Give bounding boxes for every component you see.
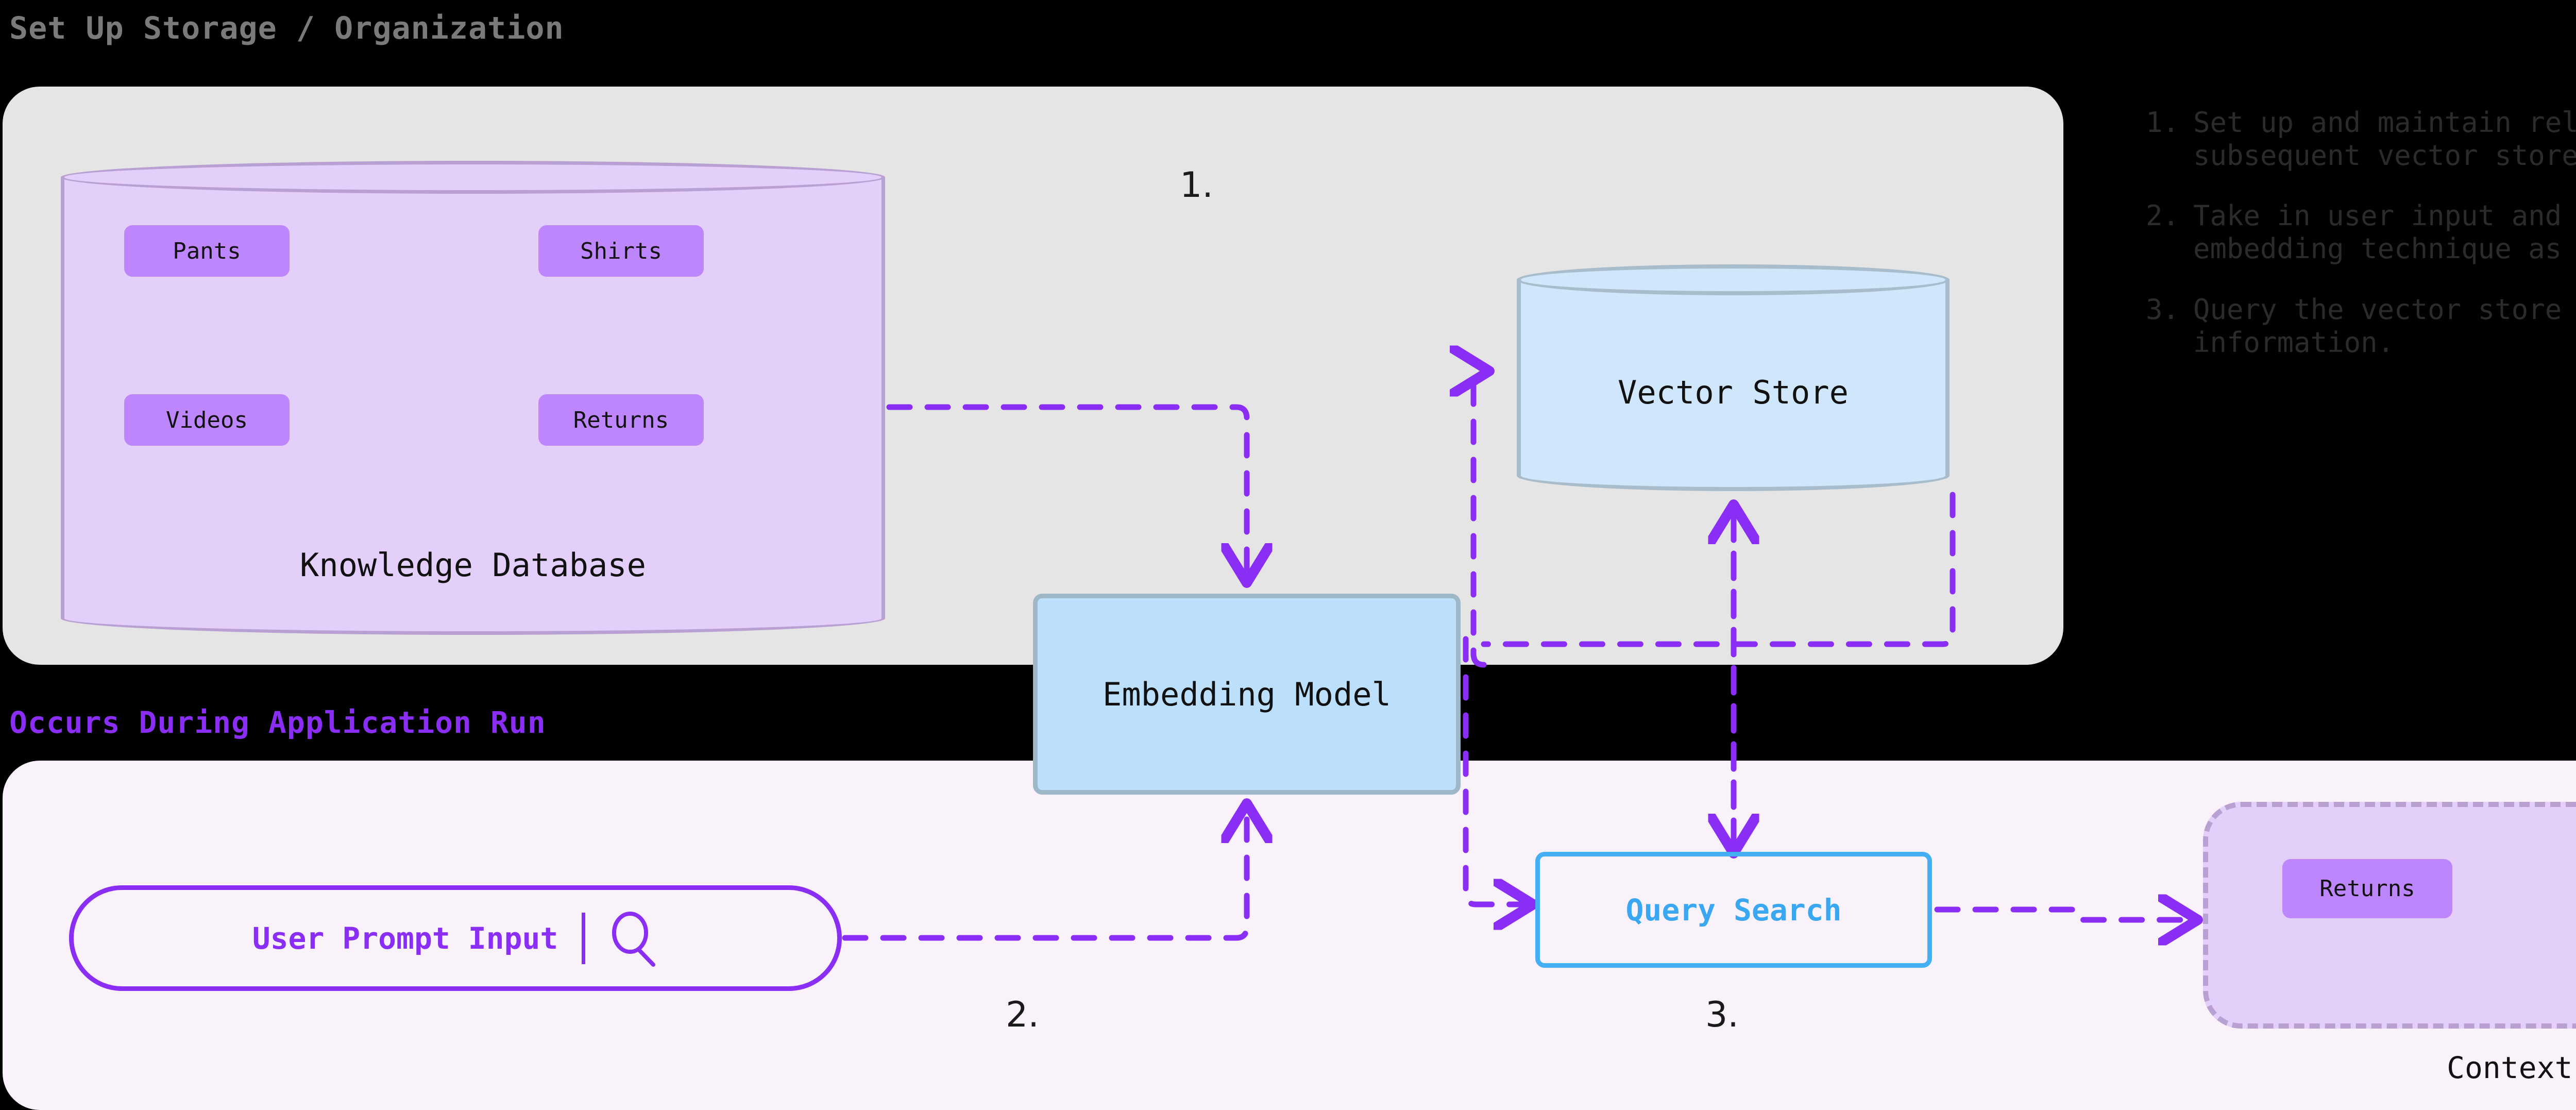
embedding-model-box[interactable]: Embedding Model: [1033, 594, 1461, 795]
user-prompt-input[interactable]: User Prompt Input: [69, 885, 842, 991]
cylinder-top-ellipse: [61, 161, 885, 194]
vector-store-cylinder: [1517, 264, 1950, 491]
search-icon: [612, 911, 656, 967]
kdb-chip-videos[interactable]: Videos: [124, 394, 290, 446]
run-section-panel: [3, 761, 2576, 1110]
kdb-chip-pants[interactable]: Pants: [124, 225, 290, 277]
step-marker-3: 3.: [1705, 995, 1739, 1035]
step-item-3: 3. Query the vector store for the most r…: [2146, 293, 2576, 359]
kdb-chip-returns[interactable]: Returns: [538, 394, 704, 446]
step-number: 3.: [2146, 293, 2180, 326]
vector-store-label: Vector Store: [1618, 374, 1849, 411]
step-text: Take in user input and transform it with…: [2193, 199, 2576, 265]
steps-list: 1. Set up and maintain relevant knowledg…: [2125, 106, 2576, 386]
knowledge-database-label: Knowledge Database: [300, 546, 646, 584]
kdb-chip-shirts[interactable]: Shirts: [538, 225, 704, 277]
step-item-1: 1. Set up and maintain relevant knowledg…: [2146, 106, 2576, 172]
step-number: 2.: [2146, 199, 2180, 232]
step-text: Query the vector store for the most rele…: [2193, 293, 2576, 359]
context-created-label: Context Created: [2447, 1050, 2576, 1085]
user-prompt-label: User Prompt Input: [252, 920, 558, 956]
query-search-box[interactable]: Query Search: [1535, 852, 1932, 968]
setup-section-title: Set Up Storage / Organization: [9, 10, 564, 46]
context-chip-returns[interactable]: Returns: [2282, 859, 2452, 918]
step-text: Set up and maintain relevant knowledge d…: [2193, 106, 2576, 172]
step-number: 1.: [2146, 106, 2180, 139]
step-item-2: 2. Take in user input and transform it w…: [2146, 199, 2576, 265]
cylinder-top-ellipse: [1517, 264, 1950, 295]
step-marker-1: 1.: [1180, 165, 1213, 206]
cylinder-body: [1517, 280, 1950, 476]
step-marker-2: 2.: [1006, 995, 1039, 1035]
text-caret-icon: [582, 912, 586, 964]
run-section-title: Occurs During Application Run: [9, 705, 546, 740]
knowledge-database-cylinder: [61, 161, 885, 635]
